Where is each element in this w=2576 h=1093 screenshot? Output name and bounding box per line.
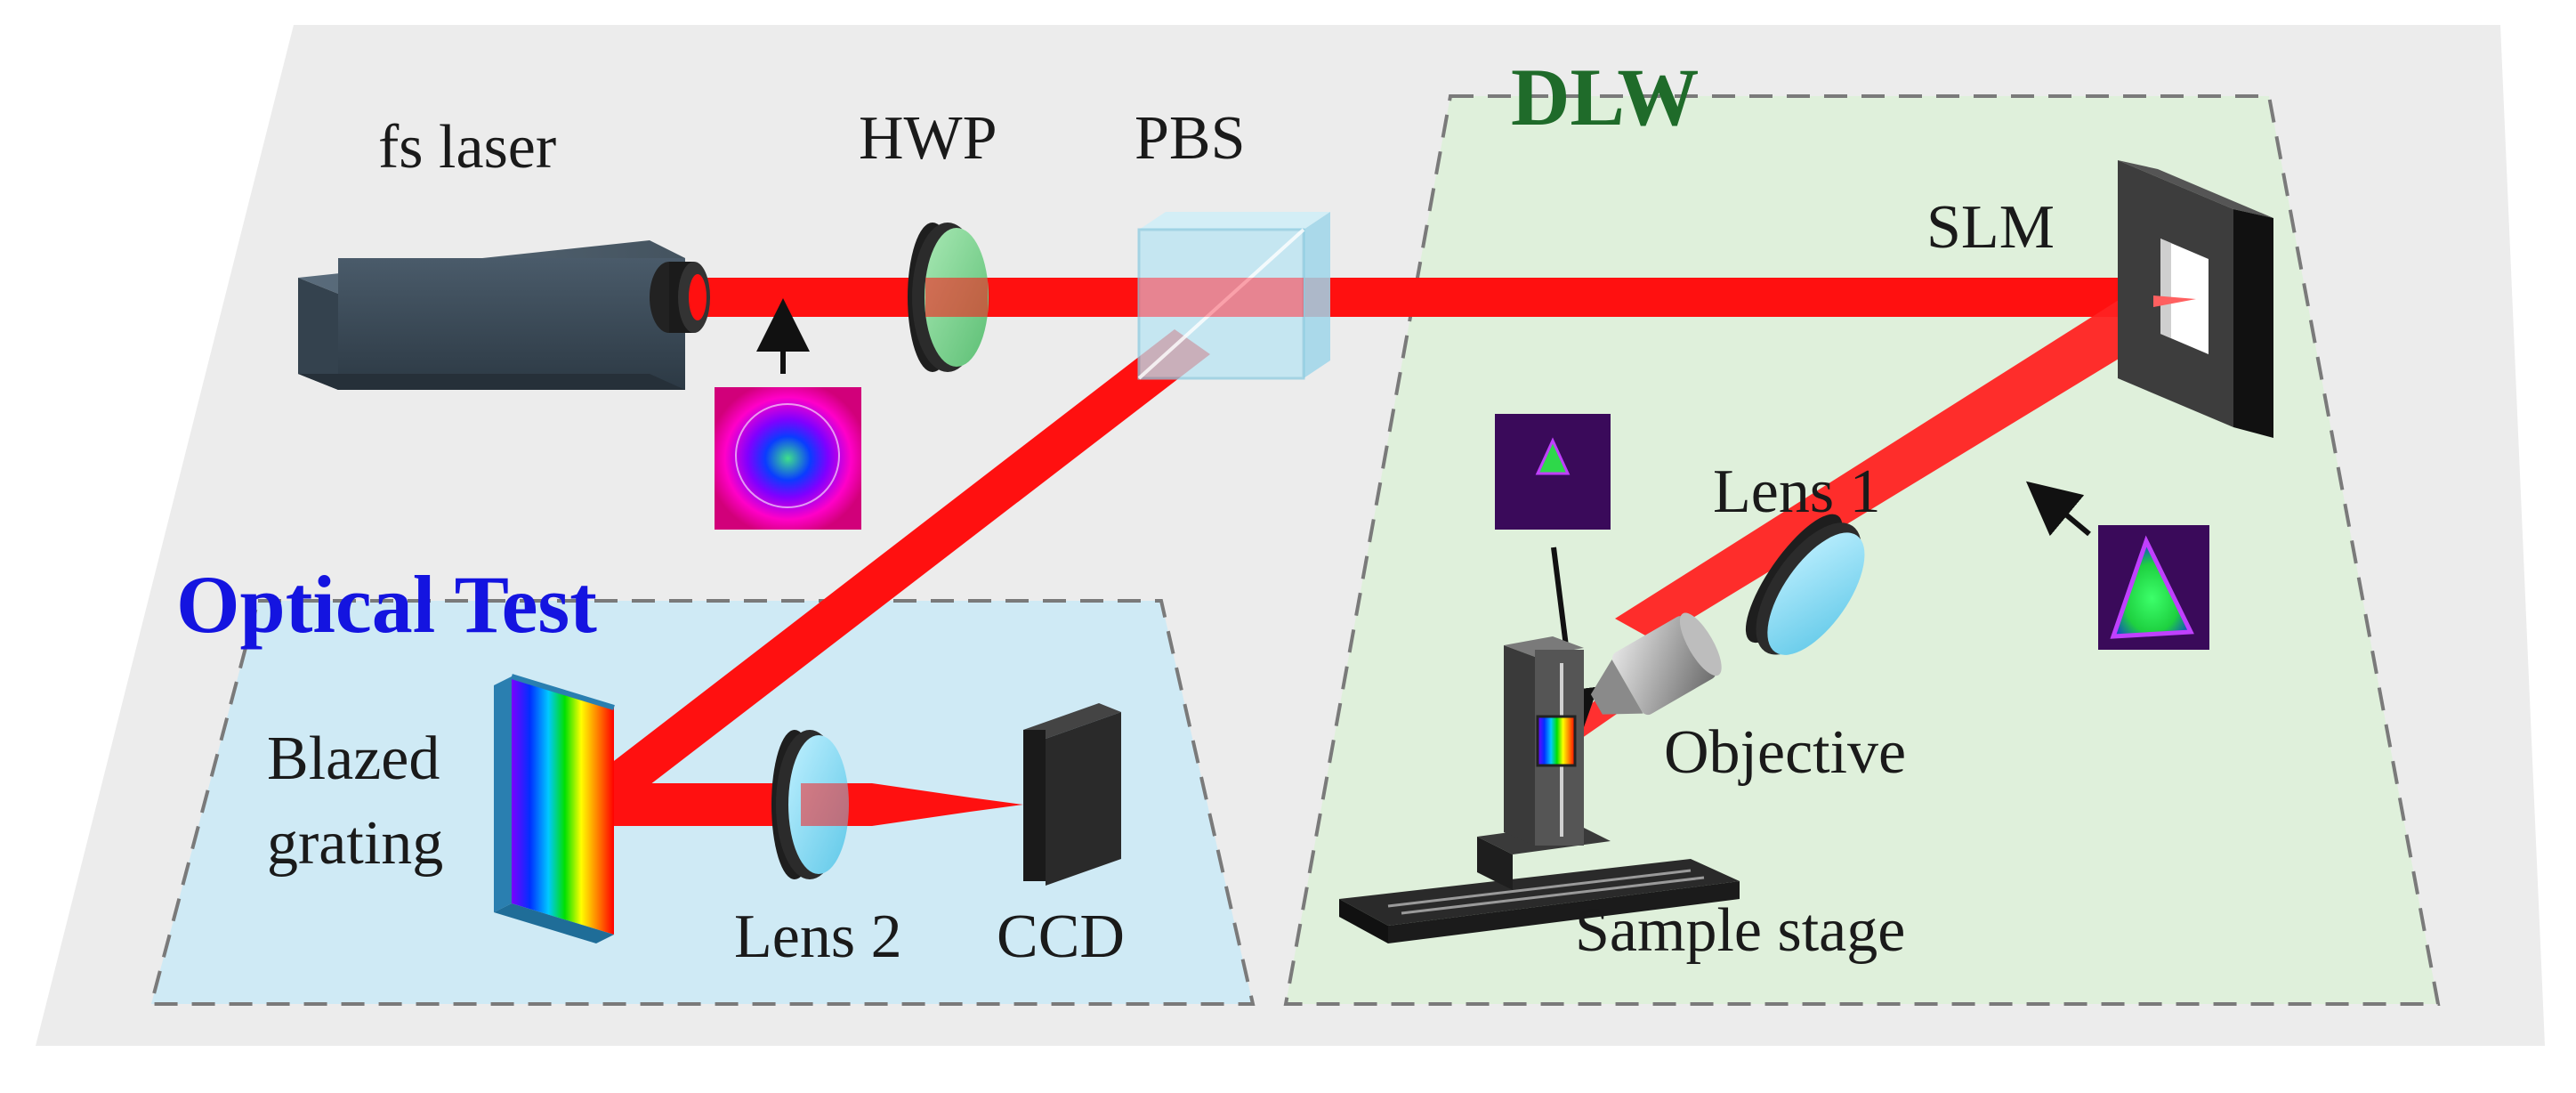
sample-stage — [1339, 636, 1740, 943]
slm-pattern-arrow — [2025, 481, 2091, 537]
slm-to-objective-beam — [1615, 289, 2193, 641]
ccd-label: CCD — [997, 903, 1125, 971]
lens-1-label: Lens 1 — [1713, 457, 1881, 526]
lens-1 — [1745, 514, 1865, 655]
blazed-label: Blazed — [267, 725, 440, 793]
slm-label: SLM — [1926, 193, 2055, 262]
hwp-label: HWP — [859, 104, 997, 173]
beam-profile-inset — [715, 387, 861, 530]
objective-label: Objective — [1664, 718, 1906, 787]
sample-stage-label: Sample stage — [1575, 896, 1905, 965]
lens-2 — [771, 730, 854, 879]
blazed-grating — [494, 674, 615, 943]
slm-pattern-inset — [2098, 525, 2209, 650]
pbs-cube — [1137, 212, 1330, 380]
dlw-title: DLW — [1511, 52, 1699, 142]
hwp-waveplate — [908, 223, 989, 372]
lens-2-label: Lens 2 — [734, 903, 902, 971]
grating-label: grating — [267, 809, 443, 878]
pbs-to-grating-beam — [587, 329, 1210, 806]
objective-lens — [1590, 612, 1722, 716]
pbs-label: PBS — [1135, 104, 1246, 173]
slm-device — [2118, 160, 2273, 438]
fs-laser-label: fs laser — [378, 113, 556, 182]
fs-laser — [298, 240, 710, 390]
target-pattern-inset — [1495, 414, 1611, 530]
optical-test-title: Optical Test — [176, 559, 597, 650]
ccd-camera — [1023, 703, 1121, 886]
